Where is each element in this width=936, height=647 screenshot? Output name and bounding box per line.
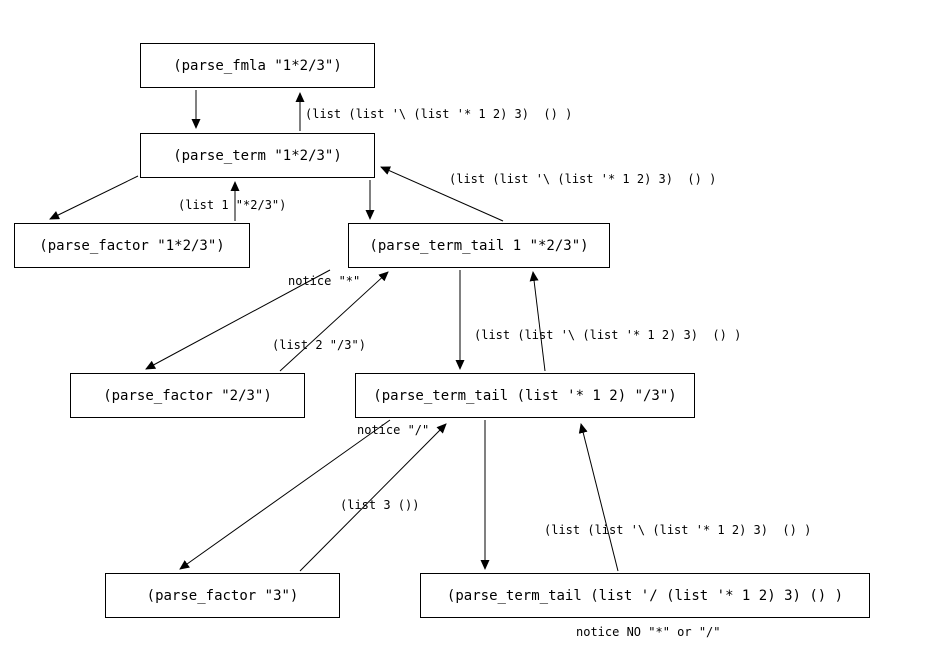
arrow-term-to-factor1 (49, 175, 139, 220)
arrow-termtail1-return-to-term (380, 166, 504, 222)
box-parse-term-tail-3: (parse_term_tail (list '/ (list '* 1 2) … (420, 573, 870, 618)
edge-label-return-to-term-tail-1: (list (list '\ (list '* 1 2) 3) () ) (474, 328, 742, 342)
edge-label-list-1-star23: (list 1 "*2/3") (178, 198, 287, 212)
arrow-factor3-return-to-termtail2 (299, 423, 447, 572)
edge-label-list-2-slash3: (list 2 "/3") (272, 338, 366, 352)
edge-label-return-to-term: (list (list '\ (list '* 1 2) 3) () ) (449, 172, 717, 186)
edge-label-notice-no-star-or-slash: notice NO "*" or "/" (576, 625, 721, 639)
arrow-factor2-return-to-termtail1 (279, 271, 389, 372)
box-parse-term-tail-1: (parse_term_tail 1 "*2/3") (348, 223, 610, 268)
edge-label-return-to-term-tail-2: (list (list '\ (list '* 1 2) 3) () ) (544, 523, 812, 537)
box-parse-term-tail-2: (parse_term_tail (list '* 1 2) "/3") (355, 373, 695, 418)
edge-label-return-to-fmla: (list (list '\ (list '* 1 2) 3) () ) (305, 107, 573, 121)
box-parse-factor-1: (parse_factor "1*2/3") (14, 223, 250, 268)
arrow-termtail2-return-to-termtail1 (529, 271, 546, 372)
edge-label-notice-star: notice "*" (288, 274, 361, 288)
arrow-termtail3-return-to-termtail2 (578, 423, 619, 572)
box-parse-term: (parse_term "1*2/3") (140, 133, 375, 178)
arrow-termtail1-to-factor2 (145, 269, 331, 370)
arrow-termtail2-to-factor3 (179, 419, 391, 570)
edge-label-list-3-empty: (list 3 ()) (340, 498, 420, 512)
box-parse-factor-3: (parse_factor "3") (105, 573, 340, 618)
edge-label-notice-slash: notice "/" (357, 423, 430, 437)
box-parse-factor-2: (parse_factor "2/3") (70, 373, 305, 418)
box-parse-fmla: (parse_fmla "1*2/3") (140, 43, 375, 88)
